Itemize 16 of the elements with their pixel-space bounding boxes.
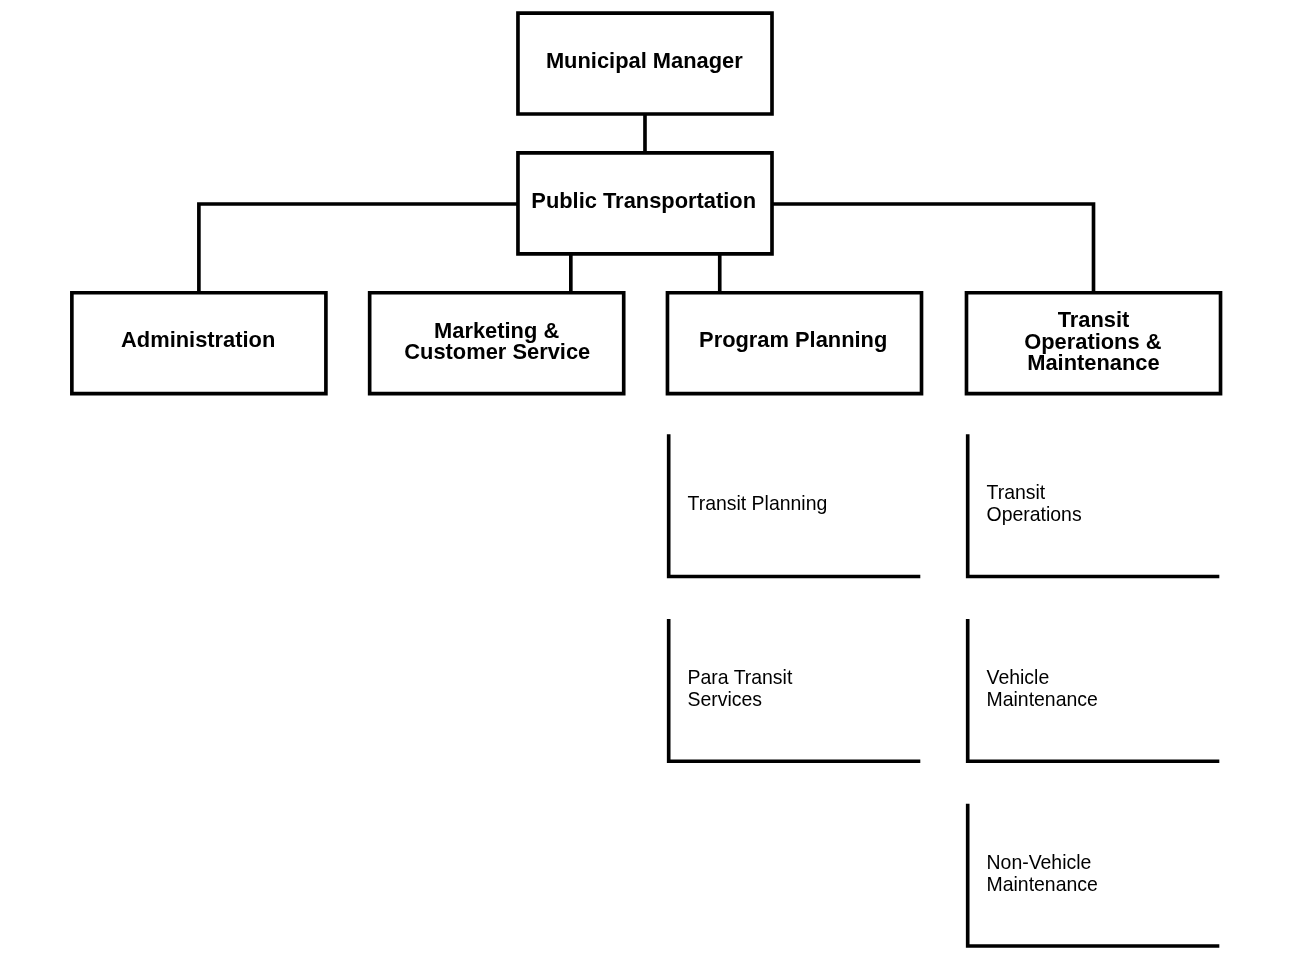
node-text: Non-Vehicle Maintenance bbox=[986, 850, 1098, 895]
node-text: Para Transit Services bbox=[687, 665, 792, 710]
node-box: Marketing & Customer Service bbox=[367, 290, 626, 396]
node-box: Administration bbox=[69, 290, 328, 396]
connector bbox=[642, 114, 647, 153]
node-text: Vehicle Maintenance bbox=[986, 665, 1098, 710]
node-box: Transit Operations & Maintenance bbox=[964, 290, 1222, 396]
node-box: Public Transportation bbox=[515, 151, 774, 256]
node-box: Municipal Manager bbox=[515, 11, 774, 116]
connector bbox=[568, 253, 573, 293]
node-text: Transit Operations bbox=[986, 481, 1082, 525]
node-box: Program Planning bbox=[665, 290, 923, 396]
connector bbox=[771, 202, 1095, 293]
connector bbox=[196, 202, 518, 293]
connector bbox=[717, 253, 722, 293]
node-text: Transit Planning bbox=[687, 492, 827, 515]
